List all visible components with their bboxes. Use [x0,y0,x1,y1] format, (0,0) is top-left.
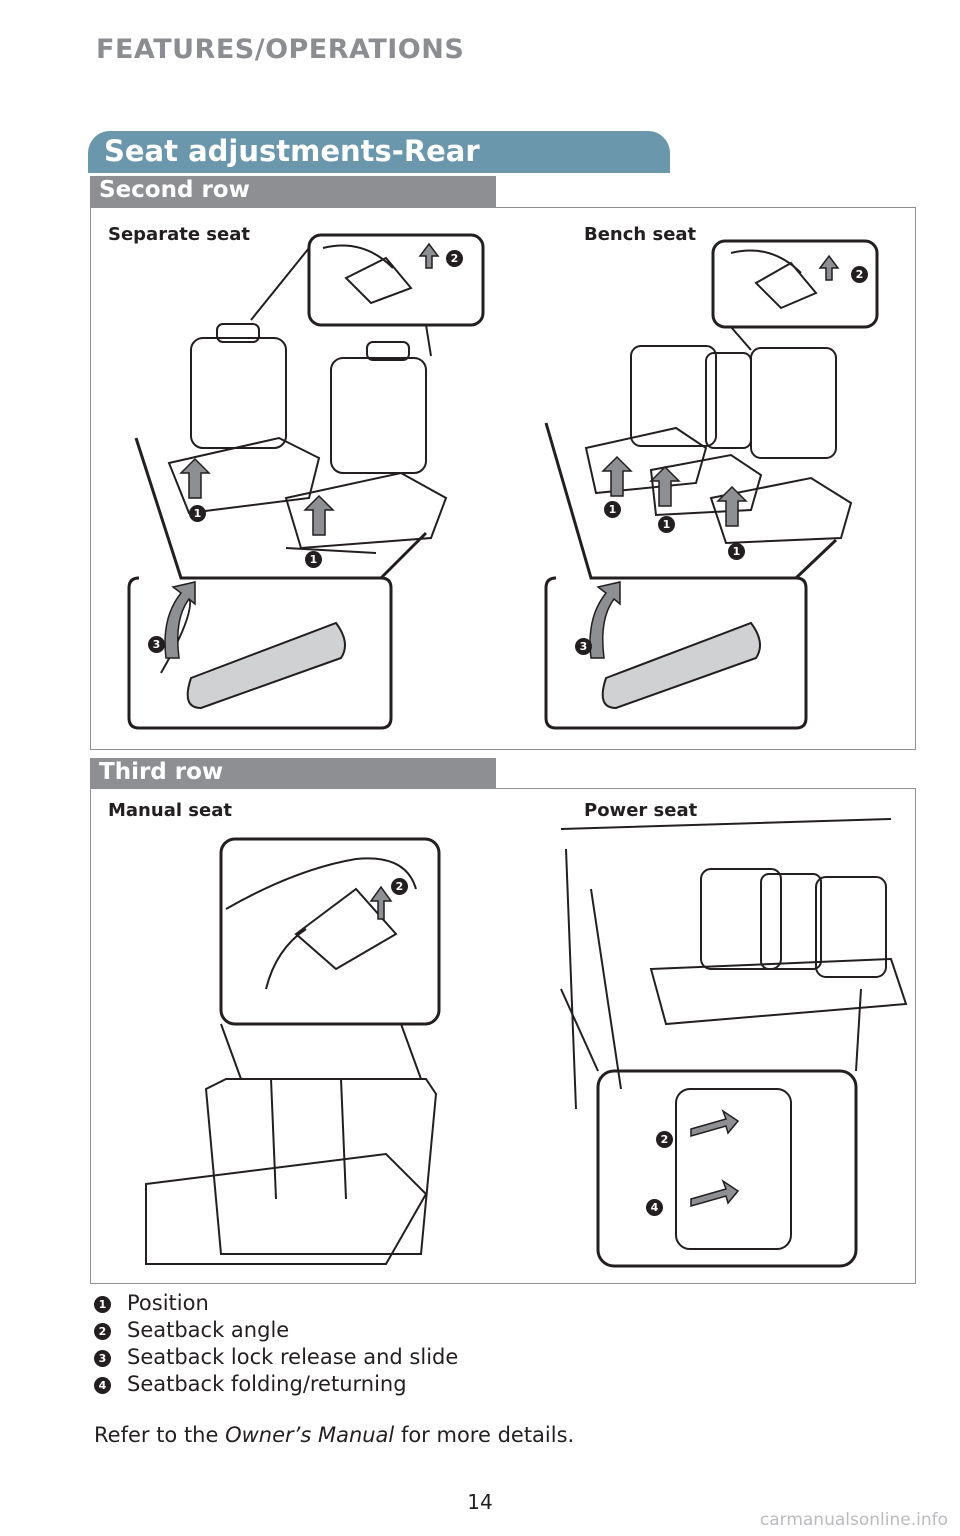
manual-seatback-callout [219,837,441,1026]
power-bench-back-2 [760,873,822,970]
manual-bench-cushion [145,1152,428,1265]
section-label: FEATURES/OPERATIONS [96,34,465,65]
badge-2: 2 [446,250,463,267]
badge-1: 1 [604,501,621,518]
power-switch-callout [596,1069,858,1268]
second-row-panel: Separate seat Bench seat 2 1 1 3 2 1 1 1… [90,207,916,750]
power-seat-caption: Power seat [584,800,698,821]
seat-left-cushion [167,436,321,515]
third-row-illustration [145,818,908,1268]
seat-right-cushion [284,471,448,550]
badge-3: 3 [148,636,165,653]
badge-4: 4 [646,1199,663,1216]
bench-cushion-1 [584,426,708,495]
page-title: Seat adjustments-Rear [104,134,480,168]
badge-3: 3 [575,638,592,655]
power-seat-interior [560,818,892,1110]
page-number: 14 [467,1490,493,1514]
owners-manual-reference: Owner’s Manual [225,1423,395,1447]
bench-seatback-lever-callout [711,239,879,329]
separate-seat-caption: Separate seat [108,224,250,245]
badge-1: 1 [728,543,745,560]
badge-1: 1 [658,516,675,533]
seatback-lever-callout [307,233,485,327]
lock-release-callout [127,437,393,730]
watermark: carmanualsonline.info [759,1510,948,1530]
second-row-header: Second row [90,176,496,207]
bench-back-3 [750,347,837,459]
badge-2: 2 [851,266,868,283]
badge-1: 1 [305,551,322,568]
third-row-heading: Third row [99,759,224,785]
manual-bench-back [204,1078,438,1255]
legend-badge: 3 [94,1350,111,1367]
legend-badge: 1 [94,1296,111,1313]
legend-badge: 4 [94,1377,111,1394]
third-row-header: Third row [90,758,496,789]
footnote-before: Refer to the [94,1423,226,1447]
bench-back-1 [630,345,717,447]
bench-cushion-2 [649,453,763,517]
footnote: Refer to the Owner’s Manual for more det… [94,1423,574,1447]
legend-text: Seatback angle [127,1318,290,1342]
legend-text: Position [127,1291,209,1315]
badge-2: 2 [656,1131,673,1148]
bench-seat-caption: Bench seat [584,224,697,245]
badge-2: 2 [391,878,408,895]
bench-cushion-3 [709,476,853,545]
power-bench-back-1 [700,868,782,970]
bench-back-2 [705,352,752,449]
second-row-illustration [127,233,879,730]
legend-text: Seatback lock release and slide [127,1345,459,1369]
power-bench-back-3 [815,876,887,978]
seat-right-back [330,357,427,474]
badge-1: 1 [189,505,206,522]
bench-lock-release-callout [544,422,808,730]
legend-badge: 2 [94,1323,111,1340]
page-title-tab: Seat adjustments-Rear [88,131,670,173]
power-bench-cushion [649,957,908,1026]
legend-text: Seatback folding/returning [127,1372,407,1396]
seat-left-back [190,337,287,449]
manual-seat-caption: Manual seat [108,800,232,821]
footnote-after: for more details. [394,1423,575,1447]
second-row-heading: Second row [99,177,250,203]
third-row-panel: Manual seat Power seat 2 2 4 [90,788,916,1284]
